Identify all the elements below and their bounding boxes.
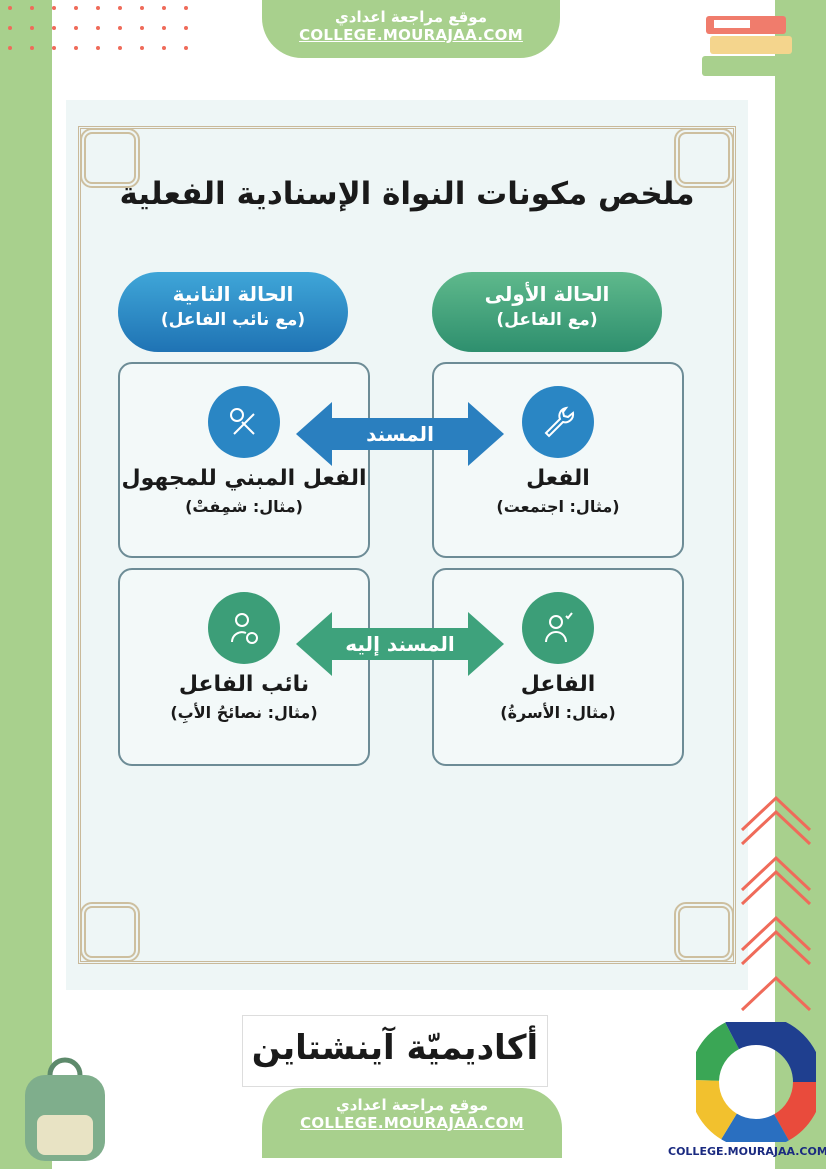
- dot: [30, 26, 34, 30]
- ornamental-frame: [78, 126, 736, 964]
- site-footer[interactable]: موقع مراجعة اعدادي COLLEGE.MOURAJAA.COM: [262, 1088, 562, 1158]
- arrow-subject-label: المسند إليه: [345, 632, 455, 656]
- dot: [140, 46, 144, 50]
- case-first-title: الحالة الأولى: [484, 282, 610, 306]
- dot: [184, 46, 188, 50]
- dot: [52, 26, 56, 30]
- dot: [162, 46, 166, 50]
- chevron-decoration: [738, 970, 814, 1030]
- dot: [184, 6, 188, 10]
- user-badge-icon: [208, 592, 280, 664]
- box-example: (مثال: شمِفتْ): [185, 497, 303, 516]
- site-header[interactable]: موقع مراجعة اعدادي COLLEGE.MOURAJAA.COM: [262, 0, 560, 58]
- box-example: (مثال: نصائحُ الأبِ): [170, 703, 318, 722]
- dot: [96, 26, 100, 30]
- dot: [52, 6, 56, 10]
- arrow-subject: المسند إليه: [296, 612, 504, 676]
- corner-ornament: [674, 128, 734, 188]
- wrench-icon: [522, 386, 594, 458]
- dot: [140, 26, 144, 30]
- site-header-url[interactable]: COLLEGE.MOURAJAA.COM: [299, 26, 523, 44]
- case-second-title: الحالة الثانية: [172, 282, 294, 306]
- corner-ornament: [80, 128, 140, 188]
- chevron-decoration: [738, 850, 814, 910]
- box-label: الفعل المبني للمجهول: [121, 466, 367, 491]
- decorative-dots: [0, 0, 200, 55]
- dot: [96, 46, 100, 50]
- dot: [96, 6, 100, 10]
- dot: [162, 6, 166, 10]
- site-footer-url[interactable]: COLLEGE.MOURAJAA.COM: [300, 1114, 524, 1132]
- chevron-decoration: [738, 910, 814, 970]
- dot: [8, 6, 12, 10]
- site-logo-icon: [696, 1022, 816, 1142]
- brand-name: أكاديميّة آينشتاين: [242, 1015, 548, 1087]
- dot: [74, 26, 78, 30]
- box-example: (مثال: اجتمعت): [496, 497, 620, 516]
- dot: [162, 26, 166, 30]
- dot: [118, 26, 122, 30]
- case-second-header: الحالة الثانية (مع نائب الفاعل): [118, 272, 348, 352]
- box-example: (مثال: الأسرةُ): [500, 703, 616, 722]
- user-check-icon: [522, 592, 594, 664]
- case-first-subtitle: (مع الفاعل): [496, 310, 598, 330]
- books-icon: [702, 16, 792, 76]
- dot: [184, 26, 188, 30]
- dot: [118, 46, 122, 50]
- box-label: نائب الفاعل: [178, 672, 310, 697]
- chevron-decoration: [738, 790, 814, 850]
- dot: [74, 46, 78, 50]
- backpack-icon: [25, 1057, 105, 1161]
- box-label: الفعل: [526, 466, 590, 491]
- dot: [30, 46, 34, 50]
- poster: ملخص مكونات النواة الإسنادية الفعلية الح…: [66, 100, 748, 990]
- logo-text: COLLEGE.MOURAJAA.COM: [668, 1145, 826, 1158]
- dot: [52, 46, 56, 50]
- corner-ornament: [80, 902, 140, 962]
- dot: [74, 6, 78, 10]
- box-label: الفاعل: [520, 672, 596, 697]
- dot: [140, 6, 144, 10]
- case-second-subtitle: (مع نائب الفاعل): [160, 310, 306, 330]
- case-first-header: الحالة الأولى (مع الفاعل): [432, 272, 662, 352]
- dot: [118, 6, 122, 10]
- arrow-predicate: المسند: [296, 402, 504, 466]
- site-footer-arabic: موقع مراجعة اعدادي: [336, 1096, 488, 1114]
- corner-ornament: [674, 902, 734, 962]
- dot: [8, 46, 12, 50]
- site-header-arabic: موقع مراجعة اعدادي: [335, 8, 487, 26]
- dot: [8, 26, 12, 30]
- dot: [30, 6, 34, 10]
- poster-title: ملخص مكونات النواة الإسنادية الفعلية: [119, 176, 695, 212]
- tools-icon: [208, 386, 280, 458]
- arrow-predicate-label: المسند: [366, 422, 434, 446]
